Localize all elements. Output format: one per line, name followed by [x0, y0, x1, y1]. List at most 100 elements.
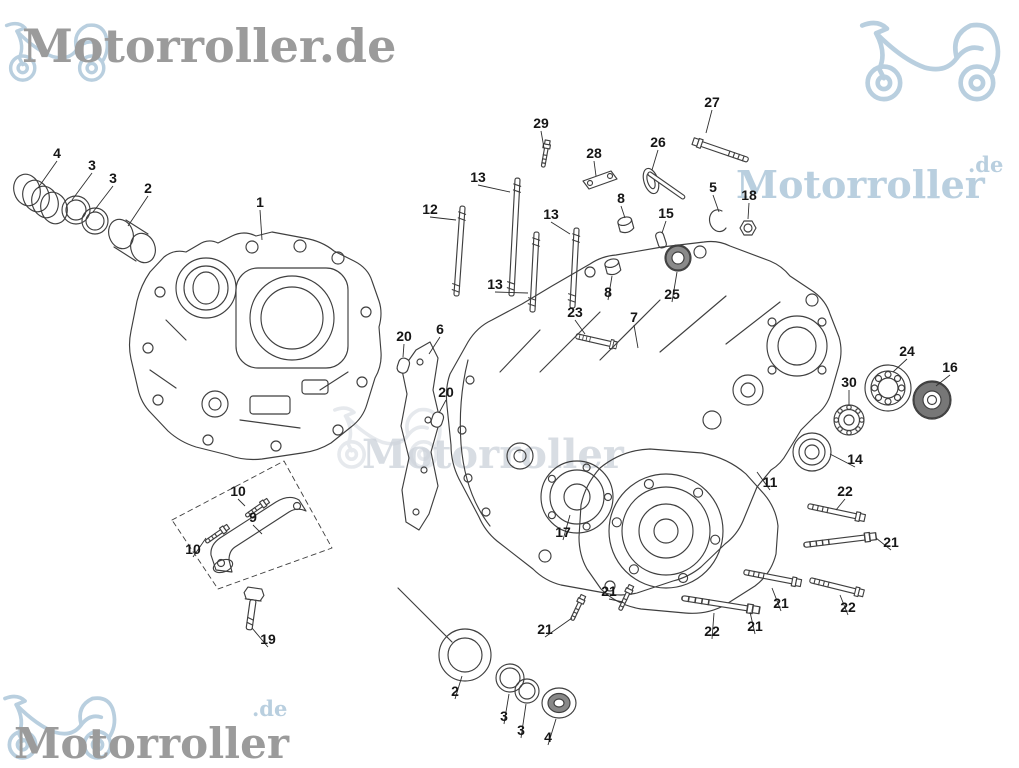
- pin-15: [655, 231, 667, 249]
- screw-29: [538, 139, 552, 169]
- leader-line-17: [562, 514, 571, 541]
- part-label-16: 16: [942, 359, 958, 375]
- circlip-5: [708, 209, 727, 233]
- side-cover-11: [578, 448, 779, 614]
- leader-line-19: [251, 627, 269, 648]
- part-label-7: 7: [630, 309, 638, 325]
- seal-4-bottom: [541, 687, 577, 719]
- leader-line-20: [402, 343, 405, 358]
- leader-line-4: [37, 160, 58, 189]
- seal-ring-25: [664, 244, 692, 272]
- leader-line-2: [127, 195, 149, 227]
- part-label-30: 30: [841, 374, 857, 390]
- part-label-23: 23: [567, 304, 583, 320]
- oil-seal-16: [912, 380, 952, 420]
- bolt-27: [691, 136, 751, 165]
- part-label-1: 1: [256, 194, 264, 210]
- stud-12: [451, 205, 467, 297]
- leader-line-11: [756, 471, 771, 491]
- scooter-logo-top-right: [862, 23, 998, 99]
- part-label-3: 3: [500, 708, 508, 724]
- leader-line-6: [428, 336, 441, 355]
- screw-21c: [568, 593, 588, 623]
- leader-line-1: [259, 209, 263, 241]
- plug-8a: [617, 216, 635, 234]
- part-label-4: 4: [53, 145, 61, 161]
- part-label-20: 20: [438, 384, 454, 400]
- watermark-bottom-left: Motorroller: [14, 719, 290, 768]
- crankcase-left-half: [128, 231, 382, 461]
- part-label-29: 29: [533, 115, 549, 131]
- bearing-14: [792, 432, 832, 472]
- leader-line-26: [651, 149, 659, 171]
- leader-line-21: [608, 598, 624, 603]
- part-label-13: 13: [470, 169, 486, 185]
- part-label-2: 2: [144, 180, 152, 196]
- leader-line-22: [835, 498, 846, 511]
- leader-line-18: [747, 202, 750, 220]
- bolt-19: [243, 586, 265, 631]
- part-label-19: 19: [260, 631, 276, 647]
- part-label-14: 14: [847, 451, 863, 467]
- part-label-15: 15: [658, 205, 674, 221]
- nut-18: [739, 220, 757, 236]
- part-label-10: 10: [185, 541, 201, 557]
- bracket-9: [210, 496, 307, 574]
- watermark-top-left: Motorroller.de: [22, 19, 396, 73]
- leader-line-2: [454, 675, 463, 700]
- part-label-8: 8: [604, 284, 612, 300]
- leader-line-22: [711, 612, 715, 640]
- bracket-28: [582, 170, 618, 190]
- gasket-6: [400, 341, 441, 531]
- leader-line-13: [477, 184, 511, 193]
- oring-3a-bottom: [495, 663, 525, 693]
- watermark-right-de: .de: [968, 152, 1003, 177]
- leader-line-3: [503, 693, 510, 725]
- part-label-22: 22: [704, 623, 720, 639]
- engine-line-art: [13, 136, 952, 719]
- leader-line-27: [705, 109, 713, 134]
- leader-line-16: [935, 374, 951, 387]
- leader-line-10: [192, 537, 207, 558]
- leader-line-8: [607, 275, 613, 301]
- watermark-bottom-de: .de: [252, 696, 287, 721]
- part-label-27: 27: [704, 94, 720, 110]
- leader-line-29: [540, 130, 545, 149]
- part-label-21: 21: [537, 621, 553, 637]
- assembly-line: [397, 587, 453, 643]
- part-label-22: 22: [840, 599, 856, 615]
- leader-line-8: [620, 205, 626, 219]
- watermark-right: Motorroller: [736, 162, 986, 207]
- leader-line-12: [429, 216, 457, 221]
- part-label-13: 13: [543, 206, 559, 222]
- leader-line-3: [520, 703, 527, 739]
- leader-line-3: [92, 185, 114, 213]
- leader-line-15: [661, 220, 667, 234]
- flange-17: [540, 460, 614, 534]
- part-label-9: 9: [249, 509, 257, 525]
- leader-line-5: [712, 194, 720, 213]
- bolt-23: [574, 331, 619, 351]
- oring-3b-bottom: [514, 678, 540, 704]
- bolt-22b: [808, 575, 866, 599]
- part-label-21: 21: [773, 595, 789, 611]
- holder-26: [642, 167, 686, 200]
- oring-3a-top: [61, 195, 91, 225]
- part-label-8: 8: [617, 190, 625, 206]
- part-label-26: 26: [650, 134, 666, 150]
- leader-line-21: [544, 617, 573, 638]
- bolt-22a: [806, 501, 867, 524]
- watermark-layer: Motorroller.de Motorroller .de Motorroll…: [3, 19, 1003, 768]
- part-label-3: 3: [109, 170, 117, 186]
- leader-line-14: [829, 453, 856, 468]
- leader-line-3: [71, 172, 93, 201]
- part-label-11: 11: [763, 474, 778, 490]
- part-label-12: 12: [422, 201, 438, 217]
- part-label-18: 18: [741, 187, 757, 203]
- bracket-frame: [171, 460, 333, 590]
- bushing-2-top: [108, 218, 156, 264]
- leader-line-7: [633, 324, 639, 349]
- part-label-5: 5: [709, 179, 717, 195]
